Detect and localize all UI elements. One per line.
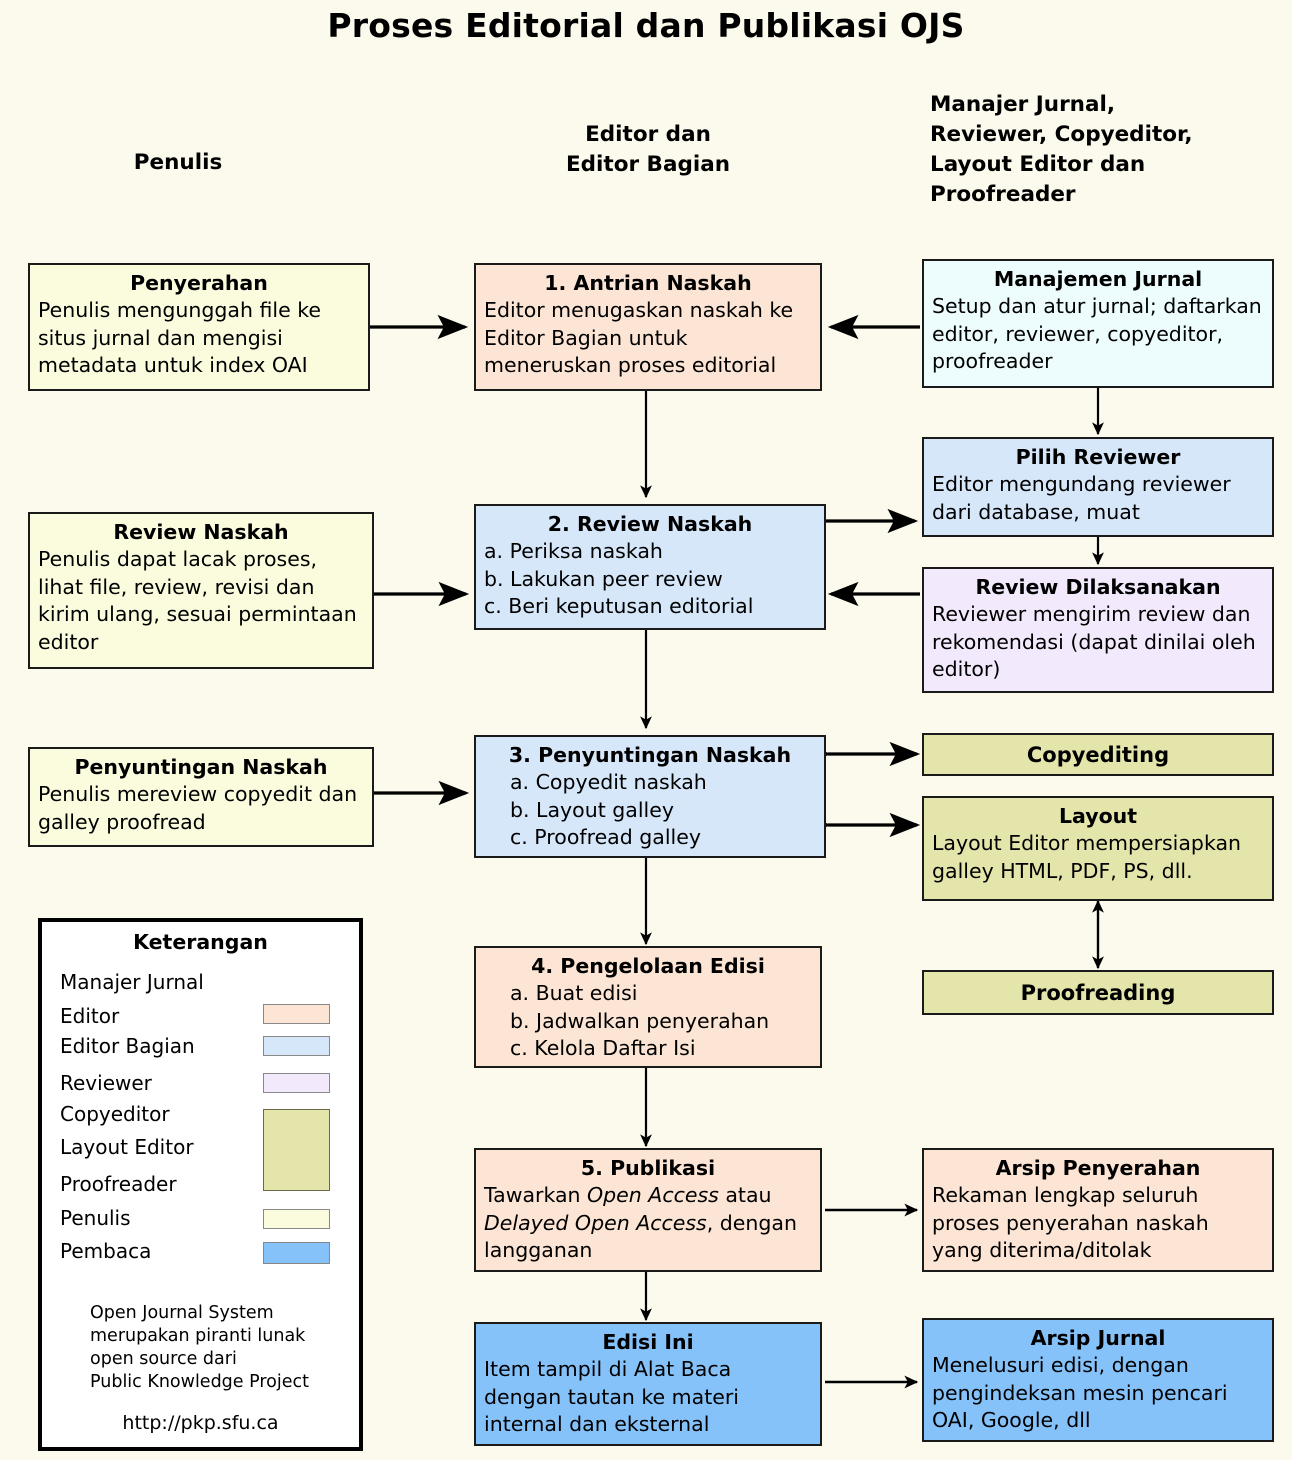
column-heading-penulis: Penulis xyxy=(133,150,223,175)
legend-swatch-reviewer xyxy=(263,1073,330,1093)
box-edisi-ini[interactable]: Edisi Ini Item tampil di Alat Baca denga… xyxy=(474,1322,822,1446)
box-title: Proofreading xyxy=(1020,980,1176,1005)
box-item-c: c. Proofread galley xyxy=(510,825,701,849)
legend-swatch-penulis xyxy=(263,1209,330,1229)
box-title: Review Naskah xyxy=(113,520,289,544)
box-item-b: b. Lakukan peer review xyxy=(484,566,723,591)
box-body: Editor mengundang reviewer dari database… xyxy=(932,472,1231,524)
box-pengelolaan-edisi[interactable]: 4. Pengelolaan Edisi a. Buat edisi b. Ja… xyxy=(474,946,822,1068)
box-body: Penulis dapat lacak proses, lihat file, … xyxy=(38,547,357,654)
box-review-dilaksanakan[interactable]: Review Dilaksanakan Reviewer mengirim re… xyxy=(922,567,1274,693)
legend-panel: Keterangan Manajer Jurnal Editor Editor … xyxy=(38,918,363,1451)
box-layout[interactable]: Layout Layout Editor mempersiapkan galle… xyxy=(922,796,1274,901)
text-open-access: Open Access xyxy=(587,1183,719,1207)
box-title: Layout xyxy=(1058,804,1138,828)
box-item-b: b. Layout galley xyxy=(510,797,674,822)
box-title: Arsip Penyerahan xyxy=(995,1156,1201,1180)
box-body: Layout Editor mempersiapkan galley HTML,… xyxy=(932,831,1242,883)
legend-label-editor: Editor xyxy=(60,1004,120,1028)
box-body: Editor menugaskan naskah ke Editor Bagia… xyxy=(484,298,794,377)
box-title: Review Dilaksanakan xyxy=(975,575,1221,599)
legend-label-editor-bagian: Editor Bagian xyxy=(60,1034,195,1058)
box-item-a: a. Copyedit naskah xyxy=(510,770,707,794)
box-title: Penyuntingan Naskah xyxy=(74,755,328,779)
text-atau: atau xyxy=(718,1183,772,1207)
box-manajemen-jurnal[interactable]: Manajemen Jurnal Setup dan atur jurnal; … xyxy=(922,259,1274,388)
box-body: Tawarkan Open Access atau Delayed Open A… xyxy=(484,1182,812,1265)
legend-title: Keterangan xyxy=(133,930,268,954)
legend-swatch-editor-bagian xyxy=(263,1036,330,1056)
legend-label-penulis: Penulis xyxy=(60,1206,131,1230)
box-review-naskah[interactable]: 2. Review Naskah a. Periksa naskah b. La… xyxy=(474,504,826,630)
box-title: 3. Penyuntingan Naskah xyxy=(508,743,792,767)
box-proofreading[interactable]: Proofreading xyxy=(922,970,1274,1015)
box-review-naskah-penulis[interactable]: Review Naskah Penulis dapat lacak proses… xyxy=(28,512,374,669)
legend-note: Open Journal System merupakan piranti lu… xyxy=(90,1303,309,1392)
box-penyuntingan-naskah[interactable]: 3. Penyuntingan Naskah a. Copyedit naska… xyxy=(474,735,826,858)
box-antrian-naskah[interactable]: 1. Antrian Naskah Editor menugaskan nask… xyxy=(474,263,822,391)
box-penyuntingan-naskah-penulis[interactable]: Penyuntingan Naskah Penulis mereview cop… xyxy=(28,747,374,847)
box-title: Pilih Reviewer xyxy=(1015,445,1181,469)
box-title: Edisi Ini xyxy=(602,1330,694,1354)
box-pilih-reviewer[interactable]: Pilih Reviewer Editor mengundang reviewe… xyxy=(922,437,1274,537)
box-body: Reviewer mengirim review dan rekomendasi… xyxy=(932,602,1256,681)
box-arsip-penyerahan[interactable]: Arsip Penyerahan Rekaman lengkap seluruh… xyxy=(922,1148,1274,1272)
box-penyerahan[interactable]: Penyerahan Penulis mengunggah file ke si… xyxy=(28,263,370,391)
legend-label-manajer-jurnal: Manajer Jurnal xyxy=(60,970,204,994)
column-heading-editor: Editor dan Editor Bagian xyxy=(565,122,731,177)
box-title: 1. Antrian Naskah xyxy=(544,271,752,295)
box-body: Setup dan atur jurnal; daftarkan editor,… xyxy=(932,294,1262,373)
legend-label-pembaca: Pembaca xyxy=(60,1239,152,1263)
box-title: Penyerahan xyxy=(130,271,268,295)
box-title: 4. Pengelolaan Edisi xyxy=(531,954,765,978)
box-body: Penulis mengunggah file ke situs jurnal … xyxy=(38,298,321,377)
box-item-a: a. Periksa naskah xyxy=(484,539,663,563)
page-title: Proses Editorial dan Publikasi OJS xyxy=(327,6,965,45)
legend-label-proofreader: Proofreader xyxy=(60,1172,177,1196)
box-arsip-jurnal[interactable]: Arsip Jurnal Menelusuri edisi, dengan pe… xyxy=(922,1318,1274,1442)
legend-swatch-pembaca xyxy=(263,1242,330,1264)
legend-label-reviewer: Reviewer xyxy=(60,1071,152,1095)
box-body: Menelusuri edisi, dengan pengindeksan me… xyxy=(932,1353,1228,1432)
box-title: Manajemen Jurnal xyxy=(993,267,1203,291)
box-item-a: a. Buat edisi xyxy=(510,981,638,1005)
text-delayed-open-access: Delayed Open Access xyxy=(484,1210,707,1235)
legend-url: http://pkp.sfu.ca xyxy=(122,1412,279,1434)
box-item-c: c. Kelola Daftar Isi xyxy=(510,1036,696,1060)
box-publikasi[interactable]: 5. Publikasi Tawarkan Open Access atau D… xyxy=(474,1148,822,1272)
box-copyediting[interactable]: Copyediting xyxy=(922,733,1274,776)
box-title: Arsip Jurnal xyxy=(1030,1326,1166,1350)
column-heading-lainnya: Manajer Jurnal, Reviewer, Copyeditor, La… xyxy=(930,92,1193,207)
box-body: Rekaman lengkap seluruh proses penyeraha… xyxy=(932,1183,1209,1262)
box-item-b: b. Jadwalkan penyerahan xyxy=(510,1008,770,1033)
box-item-c: c. Beri keputusan editorial xyxy=(484,594,754,618)
box-title: Copyediting xyxy=(1026,742,1170,767)
box-title: 5. Publikasi xyxy=(580,1156,716,1180)
legend-label-copyeditor: Copyeditor xyxy=(60,1102,170,1126)
text-dengan-langganan: , dengan langganan xyxy=(484,1210,797,1263)
legend-label-layout-editor: Layout Editor xyxy=(60,1135,194,1159)
text-tawarkan: Tawarkan xyxy=(484,1183,588,1207)
box-title: 2. Review Naskah xyxy=(547,512,753,536)
legend-swatch-copyeditor-layout-proofreader xyxy=(263,1109,330,1191)
box-body: Item tampil di Alat Baca dengan tautan k… xyxy=(484,1357,739,1436)
box-body: Penulis mereview copyedit dan galley pro… xyxy=(38,782,358,834)
legend-swatch-editor xyxy=(263,1004,330,1024)
